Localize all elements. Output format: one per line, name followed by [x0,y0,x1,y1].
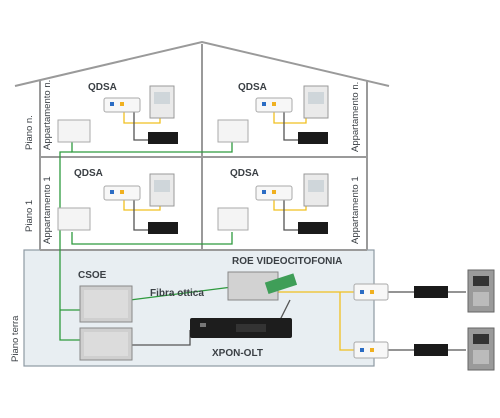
power-supply-icon [148,132,178,144]
apartment-label: Appartamento 1 [42,176,53,244]
roe-box-icon [217,119,249,143]
qdsa-label: QDSA [88,82,117,93]
qdsa-label: QDSA [238,82,267,93]
floor-label-ground: Piano terra [10,315,21,362]
roe-box-icon [57,119,91,143]
qdsa-label: QDSA [74,168,103,179]
fiber-label: Fibra ottica [150,288,204,299]
qdsa-group-top-right [217,85,329,144]
roe-box-icon [217,207,249,231]
power-supply-icon [298,222,328,234]
ground-floor-area [23,249,375,367]
power-supply-icon [298,132,328,144]
power-supply-icon [414,286,448,298]
floor-label-first: Piano 1 [24,200,35,232]
qdsa-label: QDSA [230,168,259,179]
qdsa-group-first-left [57,173,178,234]
qdsa-group-top-left [57,85,178,144]
olt-label: XPON-OLT [212,348,263,359]
floor-label-top: Piano n. [24,115,35,150]
power-supply-icon [414,344,448,356]
roe-box-icon [57,207,91,231]
power-supply-icon [148,222,178,234]
apartment-label: Appartamento 1 [350,176,361,244]
ground-floor-devices [79,269,495,371]
roe-label: ROE VIDEOCITOFONIA [232,256,342,267]
house-outline [14,40,390,251]
csoe-label: CSOE [78,270,107,281]
apartment-label: Appartamento n. [350,82,361,152]
apartment-label: Appartamento n. [42,80,53,150]
qdsa-group-first-right [217,173,329,234]
